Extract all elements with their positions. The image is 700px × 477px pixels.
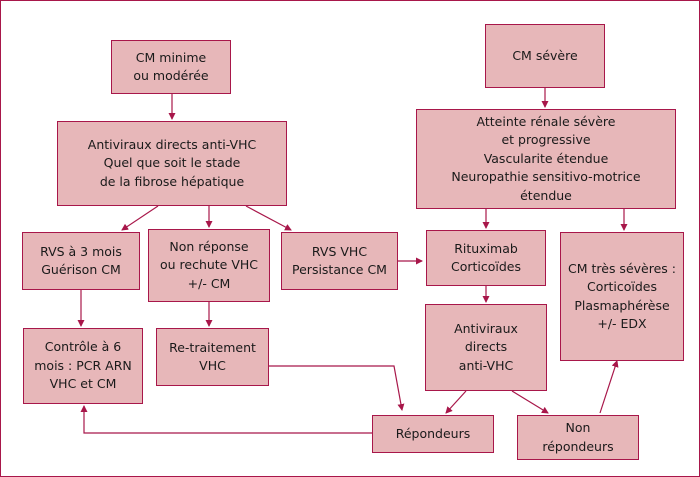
box-line: et progressive — [501, 132, 591, 148]
box-line: Contrôle à 6 — [44, 339, 122, 355]
box-line: CM très sévères : — [568, 260, 676, 276]
arrow-nonrepondeurs-to-cmtres — [599, 360, 619, 414]
box-rvs-persistance: RVS VHC Persistance CM — [281, 232, 398, 290]
box-line: Neuropathie sensitivo-motrice — [451, 169, 641, 185]
arrow-antiviraux-to-nonrepondeurs — [511, 390, 549, 414]
box-line: directs — [464, 339, 508, 355]
box-line: mois : PCR ARN — [34, 357, 132, 373]
arrow-antiviraux-to-repondeurs — [445, 390, 467, 414]
box-line: Vascularite étendue — [483, 150, 609, 166]
box-line: Corticoïdes — [450, 259, 522, 274]
box-antiviraux-directs: Antiviraux directs anti-VHC Quel que soit… — [57, 121, 287, 206]
box-line: CM minime — [135, 49, 207, 65]
box-line: Rituximab — [454, 240, 518, 256]
arrow-antiviraux-to-rvspersistance — [245, 205, 292, 231]
box-antiviraux-right: Antiviraux directs anti-VHC — [425, 304, 547, 391]
box-line: +/- EDX — [597, 316, 647, 331]
box-line: CM sévère — [512, 47, 578, 63]
box-line: étendue — [520, 187, 572, 203]
box-line: Corticoïdes — [586, 279, 658, 294]
box-line: de la fibrose hépatique — [99, 173, 245, 189]
box-controle: Contrôle à 6 mois : PCR ARN VHC et CM — [23, 328, 143, 404]
box-line: Quel que soit le stade — [103, 155, 241, 171]
box-line: VHC — [199, 358, 226, 373]
box-cm-minime: CM minime ou modérée — [111, 40, 231, 94]
arrow-repondeurs-to-controle — [80, 405, 372, 434]
box-line: répondeurs — [542, 438, 614, 454]
box-line: Antiviraux directs anti-VHC — [87, 136, 257, 152]
box-line: anti-VHC — [458, 357, 514, 373]
box-line: Atteinte rénale sévère — [476, 113, 616, 129]
box-line: Plasmaphérèse — [574, 297, 670, 313]
box-repondeurs: Répondeurs — [372, 415, 494, 453]
box-line: Guérison CM — [41, 262, 121, 277]
box-line: Antiviraux — [454, 320, 518, 336]
box-line: Re-traitement — [169, 339, 256, 355]
box-line: Non réponse — [169, 238, 249, 254]
box-cm-severe: CM sévère — [485, 24, 605, 88]
arrow-retraitement-to-repondeurs — [269, 365, 405, 411]
box-line: ou modérée — [133, 68, 209, 83]
box-line: Non — [565, 420, 591, 435]
box-line: RVS VHC — [311, 243, 368, 259]
box-non-reponse: Non réponse ou rechute VHC +/- CM — [148, 229, 270, 302]
box-non-repondeurs: Non répondeurs — [517, 415, 639, 460]
arrow-antiviraux-to-rvs3 — [121, 205, 159, 231]
box-line: VHC et CM — [49, 376, 117, 392]
box-line: Persistance CM — [292, 262, 387, 277]
box-line: ou rechute VHC — [159, 257, 259, 273]
box-line: RVS à 3 mois — [40, 243, 122, 259]
box-line: +/- CM — [187, 275, 231, 291]
box-line: Répondeurs — [395, 425, 471, 441]
